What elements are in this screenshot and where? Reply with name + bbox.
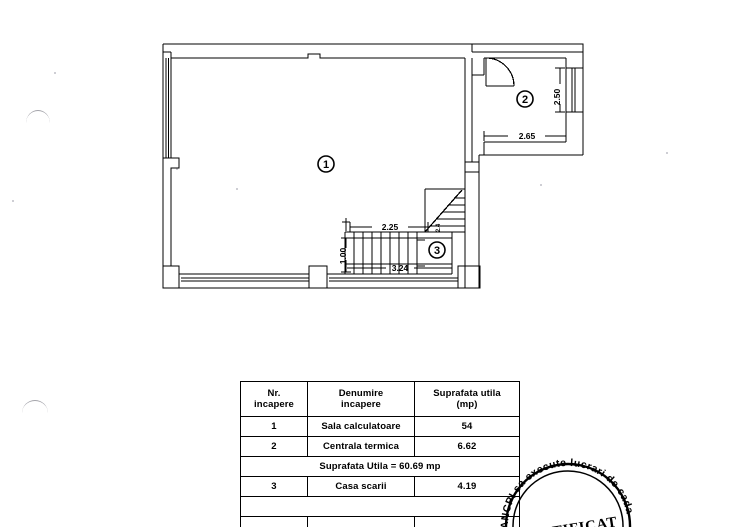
cell-cut-name: [307, 516, 415, 527]
dim-stair-top-label: 2.25: [382, 222, 399, 232]
cell-cut-nr: [240, 516, 308, 527]
scan-artifact: [22, 400, 48, 413]
floor-plan: 2.65 2.25 3.24 2.50 1.00 2.4 1 2 3: [162, 43, 584, 289]
scan-speck: [54, 72, 56, 74]
dim-room2-width-label: 2.65: [519, 131, 536, 141]
header-name-line1: Denumire: [338, 387, 384, 399]
cell-area: 4.19: [414, 476, 520, 497]
table-total-row: Suprafata Utila = 60.69 mp: [240, 456, 520, 477]
room-marker-3-circle: [428, 241, 446, 259]
cell-nr: 3: [240, 476, 308, 497]
dim-stair-riser-label: 2.4: [436, 223, 442, 232]
cell-name: Casa scarii: [307, 476, 415, 497]
table-header-row: Nr. incapere Denumire incapere Suprafata…: [240, 381, 520, 417]
room-marker-1-label: 1: [323, 159, 329, 171]
table-row: 1 Sala calculatoare 54: [240, 416, 520, 437]
scan-speck: [236, 188, 238, 190]
areas-table: Nr. incapere Denumire incapere Suprafata…: [240, 381, 520, 527]
room-marker-1-circle: [317, 155, 335, 173]
room-marker-2-label: 2: [522, 94, 528, 106]
header-nr-line2: incapere: [254, 399, 294, 410]
scan-speck: [666, 152, 668, 154]
room-marker-2-circle: [516, 90, 534, 108]
scan-artifact: [26, 110, 50, 123]
table-row: 2 Centrala termica 6.62: [240, 436, 520, 457]
stamp-line1: CERTIFICAT: [519, 514, 619, 527]
table-row: 3 Casa scarii 4.19: [240, 476, 520, 497]
cell-area: 6.62: [414, 436, 520, 457]
header-area: Suprafata utila (mp): [414, 381, 520, 417]
cell-name: Centrala termica: [307, 436, 415, 457]
header-area-line2: (mp): [456, 399, 478, 410]
header-name: Denumire incapere: [307, 381, 415, 417]
scan-speck: [176, 168, 178, 170]
cell-cut-area: [414, 516, 520, 527]
dim-room2-height-label: 2.50: [552, 88, 562, 105]
table-cut-row: [240, 516, 520, 527]
cell-nr: 1: [240, 416, 308, 437]
header-area-line1: Suprafata utila: [433, 387, 501, 399]
scan-speck: [540, 184, 542, 186]
stamp-inner-ring: [512, 470, 624, 527]
cell-empty: [240, 496, 520, 517]
header-name-line2: incapere: [341, 399, 381, 410]
room-marker-3-label: 3: [434, 245, 440, 257]
cell-nr: 2: [240, 436, 308, 457]
cell-name: Sala calculatoare: [307, 416, 415, 437]
scan-speck: [12, 200, 14, 202]
header-nr: Nr. incapere: [240, 381, 308, 417]
table-empty-row: [240, 496, 520, 517]
dim-stair-bottom-label: 3.24: [392, 263, 409, 273]
dim-stair-left-label: 1.00: [338, 247, 348, 264]
header-nr-line1: Nr.: [267, 387, 281, 399]
cell-total: Suprafata Utila = 60.69 mp: [240, 456, 520, 477]
cell-area: 54: [414, 416, 520, 437]
